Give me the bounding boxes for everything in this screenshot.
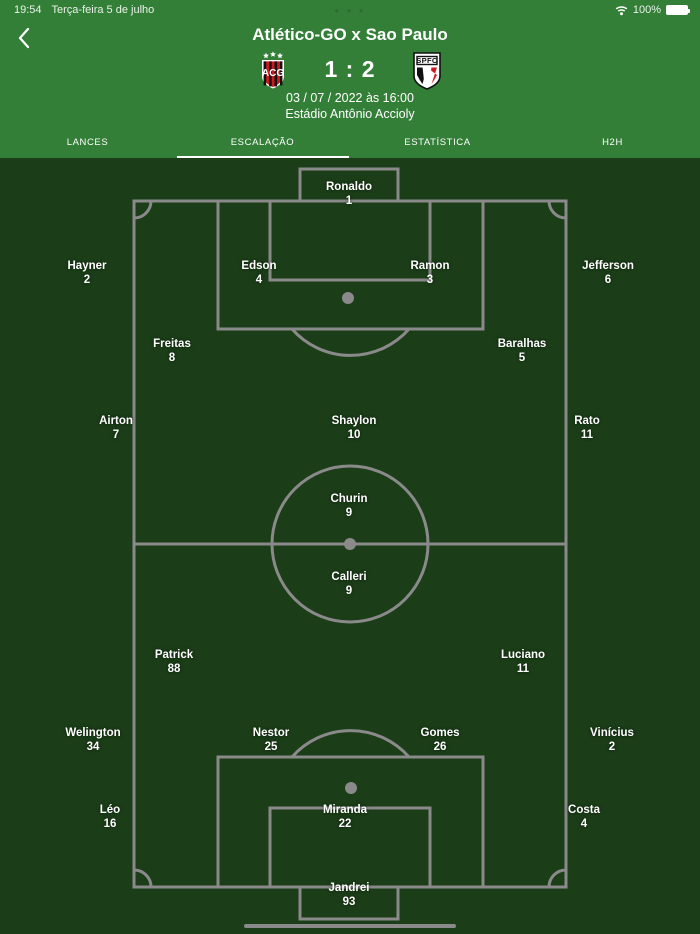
player-number: 34 xyxy=(86,741,100,753)
player-name: Churin xyxy=(330,493,368,505)
match-header: 19:54 Terça-feira 5 de julho • • • 100% … xyxy=(0,0,700,158)
tab-estatistica[interactable]: ESTATÍSTICA xyxy=(404,136,471,148)
player-number: 22 xyxy=(338,818,352,830)
status-date: Terça-feira 5 de julho xyxy=(51,4,155,16)
tab-h2h[interactable]: H2H xyxy=(602,136,623,148)
player-name: Ronaldo xyxy=(326,181,372,193)
player-patrick[interactable]: Patrick 88 xyxy=(114,648,234,676)
player-name: Vinícius xyxy=(590,727,634,739)
back-button[interactable] xyxy=(8,22,40,54)
player-number: 93 xyxy=(342,896,356,908)
player-name: Luciano xyxy=(500,649,546,661)
battery-full-icon xyxy=(666,5,690,15)
status-center-dots: • • • xyxy=(334,2,366,18)
player-nestor[interactable]: Nestor 25 xyxy=(211,726,331,754)
atletico-go-crest: ACG xyxy=(256,48,290,90)
player-name: Hayner xyxy=(67,260,107,272)
player-number: 4 xyxy=(255,274,263,286)
player-costa[interactable]: Costa 4 xyxy=(524,803,644,831)
player-freitas[interactable]: Freitas 8 xyxy=(112,337,232,365)
player-name: Jefferson xyxy=(582,260,634,272)
player-name: Rato xyxy=(574,415,600,427)
player-jefferson[interactable]: Jefferson 6 xyxy=(548,259,668,287)
page-title: Atlético-GO x Sao Paulo xyxy=(252,25,448,44)
player-number: 5 xyxy=(518,352,526,364)
player-ramon[interactable]: Ramon 3 xyxy=(370,259,490,287)
player-welington[interactable]: Welington 34 xyxy=(33,726,153,754)
player-name: Ramon xyxy=(410,260,450,272)
player-number: 2 xyxy=(608,741,616,753)
player-number: 7 xyxy=(112,429,120,441)
player-name: Jandrei xyxy=(328,882,370,894)
score-value: 1 : 2 xyxy=(324,55,376,82)
player-number: 11 xyxy=(516,663,530,675)
player-number: 88 xyxy=(167,663,181,675)
player-hayner[interactable]: Hayner 2 xyxy=(27,259,147,287)
match-venue: Estádio Antônio Accioly xyxy=(285,107,415,121)
player-name: Nestor xyxy=(252,727,290,739)
player-miranda[interactable]: Miranda 22 xyxy=(285,803,405,831)
player-luciano[interactable]: Luciano 11 xyxy=(463,648,583,676)
player-number: 9 xyxy=(345,585,353,597)
player-rato[interactable]: Rato 11 xyxy=(527,414,647,442)
player-ronaldo[interactable]: Ronaldo 1 xyxy=(289,180,409,208)
player-number: 3 xyxy=(426,274,434,286)
score-row: ACG 1 : 2 SPFC xyxy=(0,45,700,93)
sao-paulo-crest: SPFC xyxy=(410,48,444,90)
pitch-markings xyxy=(132,167,568,928)
player-jandrei[interactable]: Jandrei 93 xyxy=(289,881,409,909)
player-name: Léo xyxy=(99,804,121,816)
wifi-icon xyxy=(615,5,628,16)
match-datetime: 03 / 07 / 2022 às 16:00 xyxy=(286,91,414,105)
player-name: Airton xyxy=(99,415,133,427)
player-baralhas[interactable]: Baralhas 5 xyxy=(462,337,582,365)
player-name: Miranda xyxy=(322,804,368,816)
player-number: 1 xyxy=(345,195,353,207)
player-number: 26 xyxy=(433,741,447,753)
player-number: 10 xyxy=(347,429,361,441)
player-name: Shaylon xyxy=(331,415,377,427)
player-number: 16 xyxy=(103,818,117,830)
player-name: Patrick xyxy=(154,649,194,661)
svg-text:SPFC: SPFC xyxy=(416,56,438,65)
player-vinicius[interactable]: Vinícius 2 xyxy=(552,726,672,754)
player-churin[interactable]: Churin 9 xyxy=(289,492,409,520)
player-edson[interactable]: Edson 4 xyxy=(199,259,319,287)
tab-bar: LANCES ESCALAÇÃO ESTATÍSTICA H2H xyxy=(0,126,700,158)
player-number: 4 xyxy=(580,818,588,830)
status-bar-left: 19:54 Terça-feira 5 de julho xyxy=(0,4,154,16)
player-name: Baralhas xyxy=(497,338,547,350)
player-name: Calleri xyxy=(331,571,367,583)
player-calleri[interactable]: Calleri 9 xyxy=(289,570,409,598)
player-airton[interactable]: Airton 7 xyxy=(56,414,176,442)
player-number: 2 xyxy=(83,274,91,286)
tab-escalacao[interactable]: ESCALAÇÃO xyxy=(175,126,350,158)
player-name: Gomes xyxy=(420,727,460,739)
player-name: Edson xyxy=(241,260,277,272)
status-bar: 19:54 Terça-feira 5 de julho • • • 100% xyxy=(0,0,700,20)
battery-percent: 100% xyxy=(632,4,661,16)
pitch-area: Ronaldo 1 Hayner 2 Edson 4 Ramon 3 Jeffe… xyxy=(0,158,700,934)
player-number: 6 xyxy=(604,274,612,286)
player-number: 25 xyxy=(264,741,278,753)
player-name: Freitas xyxy=(153,338,191,350)
player-gomes[interactable]: Gomes 26 xyxy=(380,726,500,754)
tab-lances[interactable]: LANCES xyxy=(66,136,109,148)
player-name: Costa xyxy=(568,804,600,816)
player-number: 11 xyxy=(580,429,594,441)
player-leo[interactable]: Léo 16 xyxy=(50,803,170,831)
player-name: Welington xyxy=(65,727,121,739)
player-number: 9 xyxy=(345,507,353,519)
player-number: 8 xyxy=(168,352,176,364)
status-bar-right: 100% xyxy=(615,4,700,16)
chevron-left-icon xyxy=(18,27,29,49)
player-shaylon[interactable]: Shaylon 10 xyxy=(294,414,414,442)
status-time: 19:54 xyxy=(14,4,42,16)
svg-text:ACG: ACG xyxy=(262,68,284,79)
